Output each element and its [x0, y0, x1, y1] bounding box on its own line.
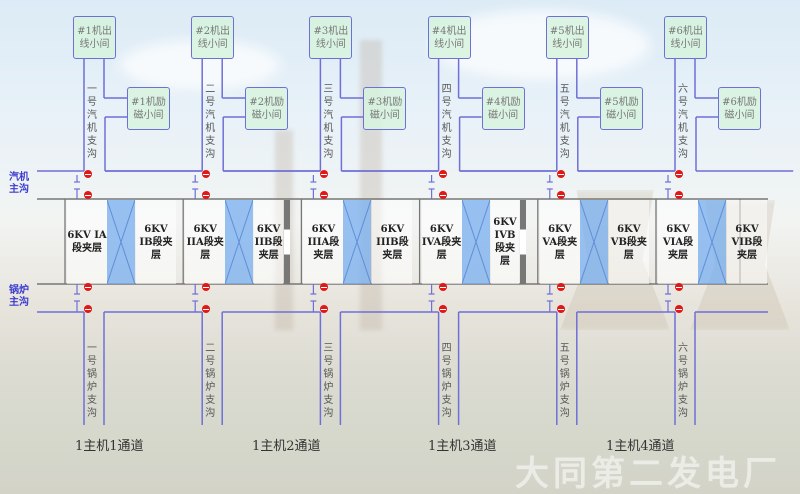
fire-plug-icon[interactable] [84, 170, 92, 178]
fire-plug-icon[interactable] [438, 305, 447, 313]
fire-plug-icon[interactable] [438, 170, 447, 178]
boiler-branch-trench-label: 六号锅炉支沟 [678, 343, 688, 419]
turbine-branch-trench-label: 六号汽机支沟 [678, 84, 688, 160]
unit-output-room-box[interactable]: #2机出线小间 [191, 16, 235, 59]
room-b-switchgear-mezzanine[interactable]: 6KV VB段夹层 [608, 200, 649, 284]
fire-plug-icon[interactable] [202, 283, 211, 291]
channel-label-3[interactable]: 1主机3通道 [428, 439, 497, 454]
room-a-switchgear-mezzanine[interactable]: 6KV IIA段夹层 [185, 200, 226, 284]
room-b-switchgear-mezzanine[interactable]: 6KV IIB段夹层 [254, 200, 283, 284]
room-b-switchgear-mezzanine[interactable]: 6KV IVB段夹层 [490, 200, 520, 284]
boiler-main-trench-label: 锅炉主沟 [9, 285, 29, 308]
boiler-branch-trench-label: 一号锅炉支沟 [87, 343, 97, 419]
fire-plug-icon[interactable] [320, 305, 329, 313]
fire-plug-icon[interactable] [202, 170, 211, 178]
fire-separation-zone [461, 199, 491, 285]
fire-plug-icon[interactable] [675, 305, 683, 313]
unit-exciter-room-box[interactable]: #2机励磁小间 [245, 87, 289, 130]
unit-exciter-room-box[interactable]: #5机励磁小间 [599, 87, 643, 130]
room-a-switchgear-mezzanine[interactable]: 6KV IIIA段夹层 [303, 200, 344, 284]
fire-plug-icon[interactable] [438, 283, 447, 291]
unit-output-room-box[interactable]: #6机出线小间 [664, 16, 707, 59]
unit-exciter-room-box[interactable]: #4机励磁小间 [481, 87, 525, 130]
fire-plug-icon[interactable] [556, 305, 565, 313]
plant-watermark: 大同第二发电厂 [515, 454, 781, 494]
fire-plug-icon[interactable] [556, 170, 565, 178]
fire-plug-icon[interactable] [320, 191, 329, 199]
fire-separation-zone [224, 199, 254, 285]
fire-plug-icon[interactable] [84, 191, 92, 199]
fire-plug-icon[interactable] [202, 191, 211, 199]
boiler-branch-trench-label: 五号锅炉支沟 [559, 343, 570, 419]
turbine-branch-trench-label: 一号汽机支沟 [87, 84, 97, 160]
fire-separation-zone [342, 199, 372, 285]
room-a-switchgear-mezzanine[interactable]: 6KV IA段夹层 [67, 200, 107, 284]
unit-exciter-room-box[interactable]: #1机励磁小间 [127, 87, 170, 130]
room-b-switchgear-mezzanine[interactable]: 6KV IIIB段夹层 [372, 200, 413, 284]
turbine-branch-trench-label: 二号汽机支沟 [205, 84, 216, 160]
fire-wall [284, 200, 290, 284]
fire-separation-zone [106, 199, 136, 285]
room-a-switchgear-mezzanine[interactable]: 6KV VIA段夹层 [658, 200, 698, 284]
fire-plug-icon[interactable] [556, 191, 565, 199]
channel-label-4[interactable]: 1主机4通道 [606, 439, 675, 454]
room-b-switchgear-mezzanine[interactable]: 6KV IB段夹层 [136, 200, 176, 284]
fire-plug-icon[interactable] [675, 191, 683, 199]
boiler-branch-trench-label: 二号锅炉支沟 [205, 343, 216, 419]
unit-output-room-box[interactable]: #5机出线小间 [545, 16, 589, 59]
channel-label-1[interactable]: 1主机1通道 [75, 439, 144, 454]
fire-plug-icon[interactable] [675, 170, 683, 178]
boiler-branch-trench-label: 三号锅炉支沟 [323, 343, 334, 419]
fire-wall [520, 200, 527, 284]
boiler-branch-trench-label: 四号锅炉支沟 [441, 343, 452, 419]
fire-plug-icon[interactable] [675, 283, 683, 291]
unit-output-room-box[interactable]: #3机出线小间 [309, 16, 353, 59]
fire-plug-icon[interactable] [320, 170, 329, 178]
turbine-main-trench-label: 汽机主沟 [9, 172, 29, 195]
turbine-branch-trench-label: 四号汽机支沟 [441, 84, 452, 160]
turbine-branch-trench-label: 五号汽机支沟 [559, 84, 570, 160]
unit-output-room-box[interactable]: #1机出线小间 [73, 16, 116, 59]
fire-plug-icon[interactable] [556, 283, 565, 291]
fire-plug-icon[interactable] [320, 283, 329, 291]
room-b-switchgear-mezzanine[interactable]: 6KV VIB段夹层 [727, 200, 767, 284]
fire-separation-zone [579, 199, 609, 285]
room-a-switchgear-mezzanine[interactable]: 6KV IVA段夹层 [421, 200, 462, 284]
turbine-branch-trench-label: 三号汽机支沟 [323, 84, 334, 160]
fire-plug-icon[interactable] [438, 191, 447, 199]
fire-plug-icon[interactable] [84, 283, 92, 291]
fire-separation-zone [697, 199, 727, 285]
fire-plug-icon[interactable] [202, 305, 211, 313]
room-a-switchgear-mezzanine[interactable]: 6KV VA段夹层 [539, 200, 580, 284]
unit-output-room-box[interactable]: #4机出线小间 [427, 16, 471, 59]
unit-exciter-room-box[interactable]: #3机励磁小间 [363, 87, 407, 130]
fire-plug-icon[interactable] [84, 305, 92, 313]
unit-exciter-room-box[interactable]: #6机励磁小间 [718, 87, 761, 130]
channel-label-2[interactable]: 1主机2通道 [252, 439, 321, 454]
